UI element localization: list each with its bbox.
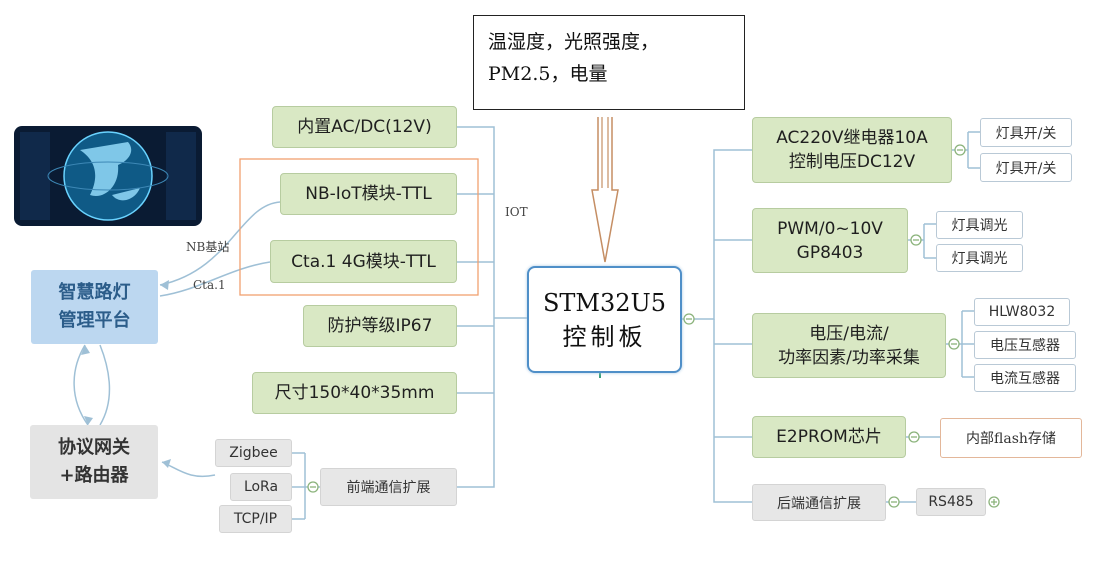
sensor-note-line-1: 温湿度，光照强度， xyxy=(488,31,660,53)
nb-station-label: NB基站 xyxy=(186,240,230,254)
power-child-1: HLW8032 xyxy=(974,298,1070,326)
module-label: E2PROM芯片 xyxy=(776,427,882,447)
module-label: 防护等级IP67 xyxy=(327,316,433,336)
sensor-note-line-2: PM2.5，电量 xyxy=(488,63,608,85)
child-label: HLW8032 xyxy=(988,304,1056,320)
module-label: NB-IoT模块-TTL xyxy=(305,184,432,204)
child-label: 内部flash存储 xyxy=(966,431,1056,447)
module-acdc: 内置AC/DC(12V) xyxy=(272,106,457,148)
front-comm-item-lora: LoRa xyxy=(230,473,292,501)
module-label: 尺寸150*40*35mm xyxy=(274,383,435,403)
module-ip67: 防护等级IP67 xyxy=(303,305,457,347)
front-comm-item-label: LoRa xyxy=(243,479,279,495)
relay-child-2: 灯具开/关 xyxy=(980,153,1072,182)
center-subtitle: 控制板 xyxy=(562,322,647,351)
center-title: STM32U5 xyxy=(542,288,667,317)
module-power-sampling: 电压/电流/ 功率因素/功率采集 xyxy=(752,313,946,378)
module-label: Cta.1 4G模块-TTL xyxy=(291,251,436,272)
protocol-gateway-router: 协议网关 +路由器 xyxy=(30,425,158,499)
front-comm-label: 前端通信扩展 xyxy=(346,480,431,496)
module-pwm: PWM/0~10V GP8403 xyxy=(752,208,908,273)
front-comm-item-zigbee: Zigbee xyxy=(215,439,292,467)
rs485-label: RS485 xyxy=(928,494,974,510)
module-relay: AC220V继电器10A 控制电压DC12V xyxy=(752,117,952,183)
back-comm-expansion: 后端通信扩展 xyxy=(752,484,886,521)
iot-label: IOT xyxy=(505,205,528,219)
module-line: 控制电压DC12V xyxy=(788,152,916,172)
module-label: 内置AC/DC(12V) xyxy=(297,117,432,137)
module-e2prom: E2PROM芯片 xyxy=(752,416,906,458)
module-line: 功率因素/功率采集 xyxy=(778,347,920,368)
module-size: 尺寸150*40*35mm xyxy=(252,372,457,414)
child-label: 灯具调光 xyxy=(951,251,1008,267)
power-child-2: 电压互感器 xyxy=(974,331,1076,359)
back-comm-rs485: RS485 xyxy=(916,488,986,516)
front-comm-item-tcpip: TCP/IP xyxy=(219,505,292,533)
pwm-child-1: 灯具调光 xyxy=(936,211,1023,239)
child-label: 电流互感器 xyxy=(990,371,1060,387)
child-label: 灯具开/关 xyxy=(995,125,1057,142)
gateway-line-2: +路由器 xyxy=(59,465,129,486)
gateway-line-1: 协议网关 xyxy=(58,437,130,458)
child-label: 灯具调光 xyxy=(951,218,1008,234)
back-comm-label: 后端通信扩展 xyxy=(777,495,861,512)
sensor-note: 温湿度，光照强度， PM2.5，电量 xyxy=(473,15,745,110)
cta-label: Cta.1 xyxy=(193,278,226,292)
module-line: 电压/电流/ xyxy=(809,323,889,344)
module-line: AC220V继电器10A xyxy=(776,128,928,148)
module-line: GP8403 xyxy=(796,242,864,263)
module-cta-4g: Cta.1 4G模块-TTL xyxy=(270,240,457,283)
pwm-child-2: 灯具调光 xyxy=(936,244,1023,272)
front-comm-item-label: Zigbee xyxy=(229,445,278,461)
module-line: PWM/0~10V xyxy=(777,218,883,239)
module-nb-iot: NB-IoT模块-TTL xyxy=(280,173,457,215)
relay-child-1: 灯具开/关 xyxy=(980,118,1072,147)
e2prom-child: 内部flash存储 xyxy=(940,418,1082,458)
power-child-3: 电流互感器 xyxy=(974,364,1076,392)
globe-dashboard-image xyxy=(14,126,202,226)
child-label: 灯具开/关 xyxy=(995,160,1057,177)
center-controller-board: STM32U5 控制板 xyxy=(527,266,682,373)
platform-line-1: 智慧路灯 xyxy=(58,282,131,303)
platform-line-2: 管理平台 xyxy=(58,310,131,331)
front-comm-item-label: TCP/IP xyxy=(233,511,278,527)
front-comm-expansion: 前端通信扩展 xyxy=(320,468,457,506)
smart-streetlight-platform: 智慧路灯 管理平台 xyxy=(31,270,158,344)
child-label: 电压互感器 xyxy=(990,338,1060,354)
